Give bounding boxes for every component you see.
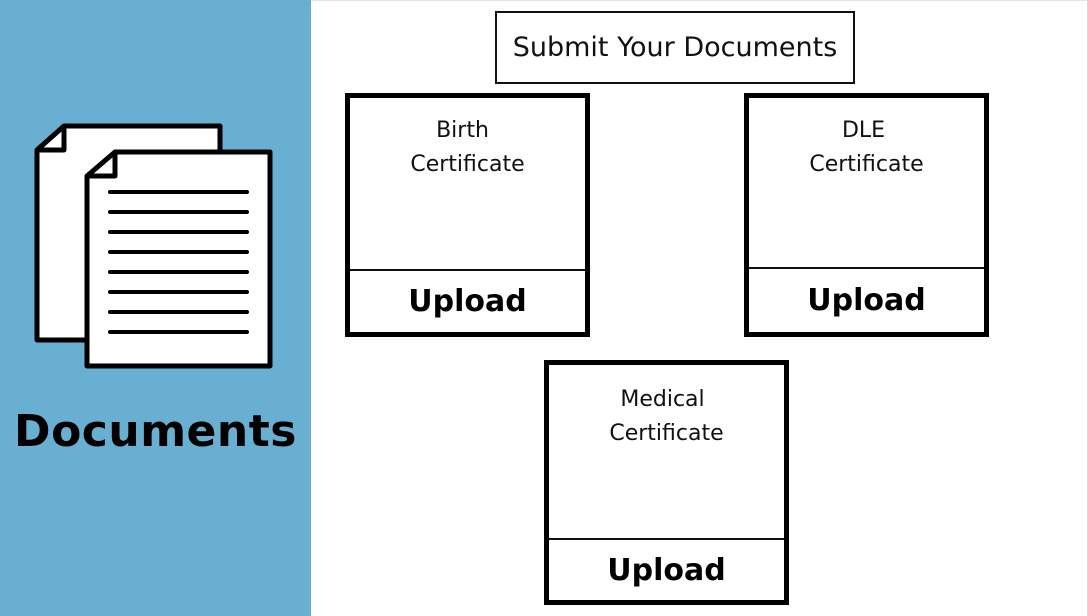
card-label-line2: Certificate <box>809 152 924 177</box>
page-title: Submit Your Documents <box>512 32 838 63</box>
card-divider <box>749 267 984 269</box>
card-label: Medical Certificate <box>549 383 784 451</box>
sidebar-title: Documents <box>14 406 297 457</box>
card-divider <box>549 538 784 540</box>
card-divider <box>350 269 585 271</box>
card-label-line2: Certificate <box>609 421 724 446</box>
upload-medical-certificate-button[interactable]: Upload <box>607 552 726 588</box>
card-label-line2: Certificate <box>410 152 525 177</box>
birth-certificate-card: Birth Certificate Upload <box>345 93 590 337</box>
card-label-line1: Medical <box>620 387 705 412</box>
page-title-box: Submit Your Documents <box>495 11 855 84</box>
medical-certificate-card: Medical Certificate Upload <box>544 360 789 605</box>
upload-birth-certificate-button[interactable]: Upload <box>408 284 527 319</box>
top-border <box>311 0 1088 1</box>
card-label-line1: Birth <box>436 118 489 143</box>
documents-icon <box>34 123 273 369</box>
dle-certificate-card: DLE Certificate Upload <box>744 93 989 337</box>
card-label: DLE Certificate <box>749 114 984 182</box>
sidebar: Documents <box>0 0 311 616</box>
card-label-line1: DLE <box>841 118 886 143</box>
upload-dle-certificate-button[interactable]: Upload <box>807 283 926 318</box>
card-label: Birth Certificate <box>350 114 585 182</box>
